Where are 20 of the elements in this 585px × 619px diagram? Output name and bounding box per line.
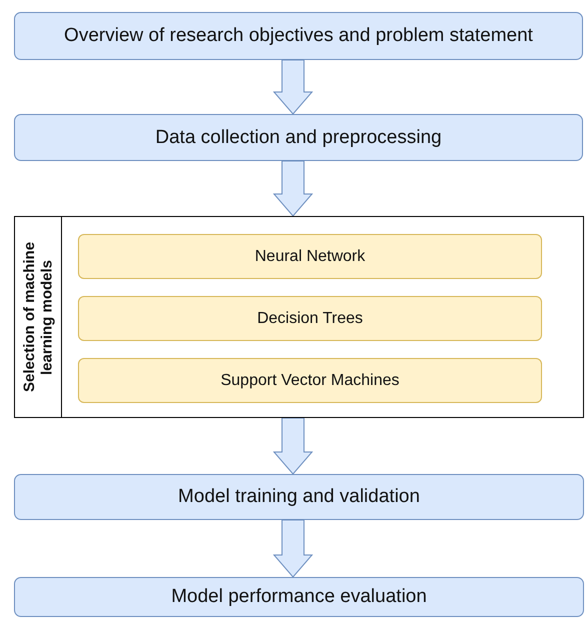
block-arrow — [272, 160, 314, 217]
group-title: Selection of machine learning models — [20, 240, 56, 394]
box-label: Overview of research objectives and problem statement — [64, 25, 533, 47]
box-label: Model training and validation — [178, 486, 420, 508]
box-label: Model performance evaluation — [171, 586, 427, 608]
box-label: Decision Trees — [257, 310, 363, 328]
process-box — [14, 114, 583, 161]
model-box — [78, 358, 542, 403]
model-box — [78, 234, 542, 279]
block-arrow — [272, 60, 314, 115]
box-label: Data collection and preprocessing — [155, 126, 442, 148]
model-box — [78, 296, 542, 341]
process-box — [14, 12, 583, 60]
process-box — [14, 577, 584, 617]
box-label: Neural Network — [254, 248, 366, 266]
process-box — [14, 474, 584, 520]
block-arrow — [272, 418, 314, 475]
group-container — [14, 216, 584, 418]
block-arrow — [272, 520, 314, 578]
box-label: Support Vector Machines — [220, 372, 400, 390]
